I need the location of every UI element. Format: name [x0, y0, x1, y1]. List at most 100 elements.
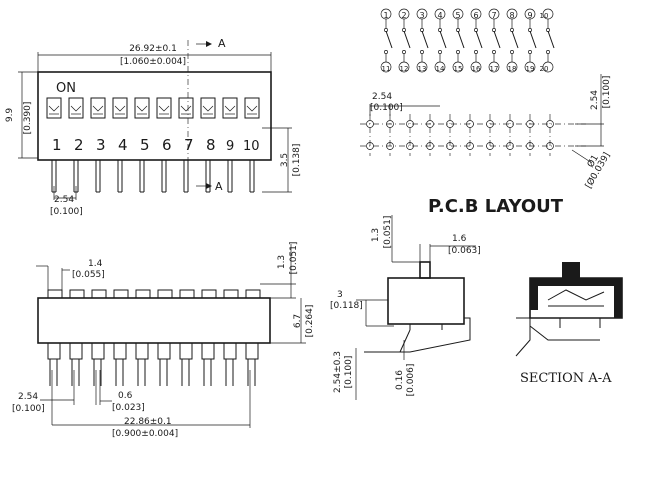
side-pin-thick-in: [0.006] [406, 364, 416, 397]
schematic-switch [488, 8, 501, 73]
switch-number: 6 [162, 136, 172, 154]
switch-number: 9 [226, 139, 234, 154]
switch-windows [46, 97, 260, 119]
pin-width-in: [0.023] [112, 403, 145, 413]
body-height-in: [0.264] [305, 305, 315, 338]
switch-number: 4 [118, 136, 128, 154]
pcb-hole [526, 120, 534, 128]
schematic-switch [470, 8, 483, 73]
side-act-height-in: [0.051] [383, 216, 393, 249]
pcb-layout-title: P.C.B LAYOUT [428, 196, 564, 217]
pcb-hole [386, 142, 394, 150]
body-height-mm: 6.7 [293, 314, 303, 328]
pcb-hole [486, 142, 494, 150]
pin-number: 1 [383, 11, 388, 20]
lead [95, 160, 101, 193]
front-actuator [245, 289, 261, 299]
lead-length-in: [0.138] [292, 144, 302, 177]
pcb-hole-grid [360, 114, 586, 156]
top-width-in: [1.060±0.004] [120, 57, 186, 67]
side-pin-spacing-mm: 2.54±0.3 [333, 351, 343, 393]
top-height-in: [0.390] [23, 102, 33, 135]
pcb-hole [486, 120, 494, 128]
on-label: ON [56, 81, 76, 96]
schematic-switch [542, 8, 555, 73]
front-pin [245, 342, 259, 386]
pcb-hole [506, 120, 514, 128]
section-marker-top: A [218, 37, 226, 50]
pin-number: 18 [508, 65, 517, 73]
pin-number: 6 [473, 11, 478, 20]
pcb-hole [426, 120, 434, 128]
front-pin [113, 342, 127, 386]
pin-number: 7 [491, 11, 496, 20]
front-actuator [201, 289, 217, 299]
lead [249, 160, 255, 193]
pin-number: 12 [400, 65, 409, 73]
lead-length-mm: 3.5 [280, 153, 290, 167]
switch-window [156, 97, 172, 119]
front-pin [91, 342, 105, 386]
switch-window [244, 97, 260, 119]
top-width-mm: 26.92±0.1 [129, 44, 177, 54]
top-pitch-mm: 2.54 [54, 195, 74, 205]
actuator-width-in: [0.055] [72, 270, 105, 280]
actuator-height-mm: 1.3 [277, 255, 287, 269]
pcb-hole [466, 142, 474, 150]
front-pin [69, 342, 83, 386]
pin-number: 13 [418, 65, 427, 73]
front-pin [135, 342, 149, 386]
lead [139, 160, 145, 193]
front-actuator [135, 289, 151, 299]
pcb-hole [506, 142, 514, 150]
switch-number: 10 [243, 139, 260, 154]
pcb-hole [366, 120, 374, 128]
side-view: 1.3 [0.051] 1.6 [0.063] 3 [0.118] 2.54±0… [330, 215, 481, 400]
lead [117, 160, 123, 193]
pcb-hole [426, 142, 434, 150]
switch-number: 8 [206, 136, 216, 154]
front-pin [157, 342, 171, 386]
front-actuator [47, 289, 63, 299]
pcb-pitch-v-in: [0.100] [602, 76, 612, 109]
switch-window [68, 97, 84, 119]
switch-number: 1 [52, 136, 62, 154]
schematic-switch [524, 8, 537, 73]
schematic-switch [506, 8, 519, 73]
lead [227, 160, 233, 193]
pin-number: 11 [382, 65, 391, 73]
switch-window [222, 97, 238, 119]
span-mm: 22.86±0.1 [124, 417, 172, 427]
lead [161, 160, 167, 193]
actuator-height-in: [0.051] [289, 242, 299, 275]
pin-number: 4 [437, 11, 442, 20]
top-height-mm: 9.9 [5, 108, 15, 123]
pcb-hole [466, 120, 474, 128]
side-pin-spacing-in: [0.100] [344, 356, 354, 389]
switch-number: 7 [184, 136, 194, 154]
switch-schematic: 1 2 3 4 5 6 7 8 9 10 11 12 13 14 15 16 1… [380, 8, 555, 73]
switch-number: 2 [74, 136, 84, 154]
switch-numbers: 1 2 3 4 5 6 7 8 9 10 [52, 136, 260, 154]
front-pin [179, 342, 193, 386]
pcb-hole [526, 142, 534, 150]
pin-number: 2 [401, 11, 406, 20]
front-actuator [157, 289, 173, 299]
switch-window [90, 97, 106, 119]
side-pin-thick-mm: 0.16 [395, 370, 405, 390]
schematic-switch [416, 8, 429, 73]
pcb-hole [546, 120, 554, 128]
section-label: SECTION A-A [520, 371, 612, 386]
schematic-switch [434, 8, 447, 73]
top-pitch-in: [0.100] [50, 207, 83, 217]
pcb-hole [386, 120, 394, 128]
span-in: [0.900±0.004] [112, 429, 178, 439]
pcb-hole [366, 142, 374, 150]
pcb-hole [446, 120, 454, 128]
actuator-width-mm: 1.4 [88, 259, 103, 269]
top-view: 26.92±0.1 [1.060±0.004] A ON 9.9 [0.390]… [5, 37, 302, 217]
pcb-pitch-h-mm: 2.54 [372, 92, 392, 102]
side-act-width-mm: 1.6 [452, 234, 467, 244]
side-act-width-in: [0.063] [448, 246, 481, 256]
